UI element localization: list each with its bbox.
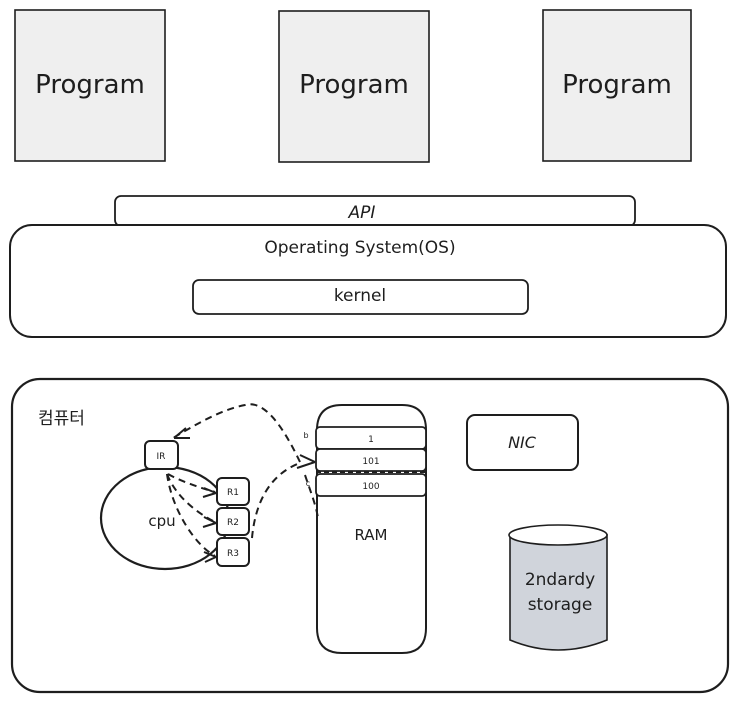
api-label: API: [348, 203, 376, 223]
nic-label: NIC: [508, 433, 537, 452]
arrow-ir-to-r1: [167, 473, 216, 493]
register-r3: R3: [216, 537, 250, 567]
register-ir: IR: [144, 440, 179, 470]
program-label: Program: [35, 70, 145, 100]
os-label: Operating System(OS): [264, 238, 455, 258]
arrowhead-icon: [202, 516, 217, 528]
register-r2: R2: [216, 507, 250, 536]
register-label: R3: [227, 549, 239, 559]
ram: 1 101 100 RAM b c: [303, 404, 427, 654]
kernel-label: kernel: [334, 286, 386, 306]
nic: NIC: [466, 414, 579, 471]
register-r1: R1: [216, 477, 250, 506]
arrow-ram-c: [304, 474, 319, 519]
program-label: Program: [299, 70, 409, 100]
register-label: R1: [227, 488, 239, 498]
arrow-ir-to-r3: [166, 473, 216, 557]
program-box-1: Program: [14, 9, 166, 162]
program-box-2: Program: [278, 10, 430, 163]
program-box-3: Program: [542, 9, 692, 162]
ram-cell-2: [315, 448, 427, 472]
arrow-ram-to-ir: [172, 403, 301, 463]
ram-label: RAM: [354, 526, 387, 544]
program-label: Program: [562, 70, 672, 100]
arrowhead-icon: [203, 551, 217, 563]
ram-cell-value: 1: [368, 435, 374, 445]
api-layer: API: [114, 195, 636, 227]
register-label: R2: [227, 518, 239, 528]
annotation-b: b: [303, 431, 308, 440]
annotation-c: c: [306, 479, 310, 488]
ram-cell-value: 101: [362, 457, 379, 467]
register-label: IR: [157, 452, 166, 462]
secondary-storage: 2ndardy storage: [508, 524, 608, 651]
arrowhead-icon: [202, 487, 217, 498]
arrowhead-icon: [173, 427, 190, 439]
storage-label-line2: storage: [528, 595, 593, 615]
ram-cell-value: 100: [362, 482, 379, 492]
arrowhead-icon: [296, 454, 316, 469]
computer-label: 컴퓨터: [38, 409, 85, 429]
arrow-heads: [173, 427, 316, 563]
kernel-box: [192, 279, 529, 315]
ram-cell-3: [315, 473, 427, 497]
cpu-label: cpu: [148, 512, 175, 530]
operating-system-layer: Operating System(OS) kernel: [9, 224, 727, 338]
storage-label-line1: 2ndardy: [525, 570, 595, 590]
